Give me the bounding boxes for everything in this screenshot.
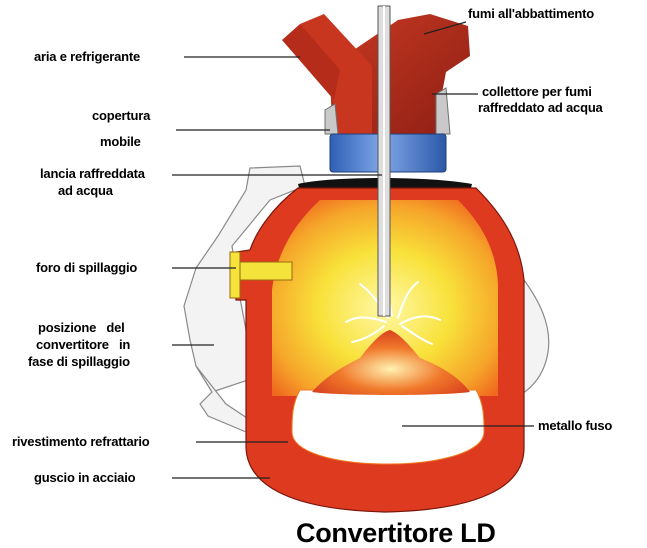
- oxygen-lance: [378, 6, 390, 316]
- label-copertura-line1: copertura: [92, 108, 150, 124]
- label-rivestimento: rivestimento refrattario: [12, 434, 150, 450]
- label-fumi-abbattimento: fumi all'abbattimento: [468, 6, 594, 22]
- label-lancia-line1: lancia raffreddata: [40, 166, 145, 182]
- label-collettore-line1: collettore per fumi: [482, 84, 592, 100]
- label-posizione-line1: posizione del: [38, 320, 125, 336]
- label-metallo-fuso: metallo fuso: [538, 418, 612, 434]
- label-collettore-line2: raffreddato ad acqua: [478, 100, 603, 116]
- molten-metal-bath: [292, 390, 484, 464]
- label-foro-spillaggio: foro di spillaggio: [36, 260, 137, 276]
- label-lancia-line2: ad acqua: [58, 183, 113, 199]
- label-posizione-line2: convertitore in: [36, 337, 130, 353]
- label-guscio: guscio in acciaio: [34, 470, 135, 486]
- label-posizione-line3: fase di spillaggio: [28, 354, 130, 370]
- diagram-title: Convertitore LD: [296, 518, 496, 548]
- label-aria-refrigerante: aria e refrigerante: [34, 49, 140, 65]
- label-copertura-line2: mobile: [100, 134, 141, 150]
